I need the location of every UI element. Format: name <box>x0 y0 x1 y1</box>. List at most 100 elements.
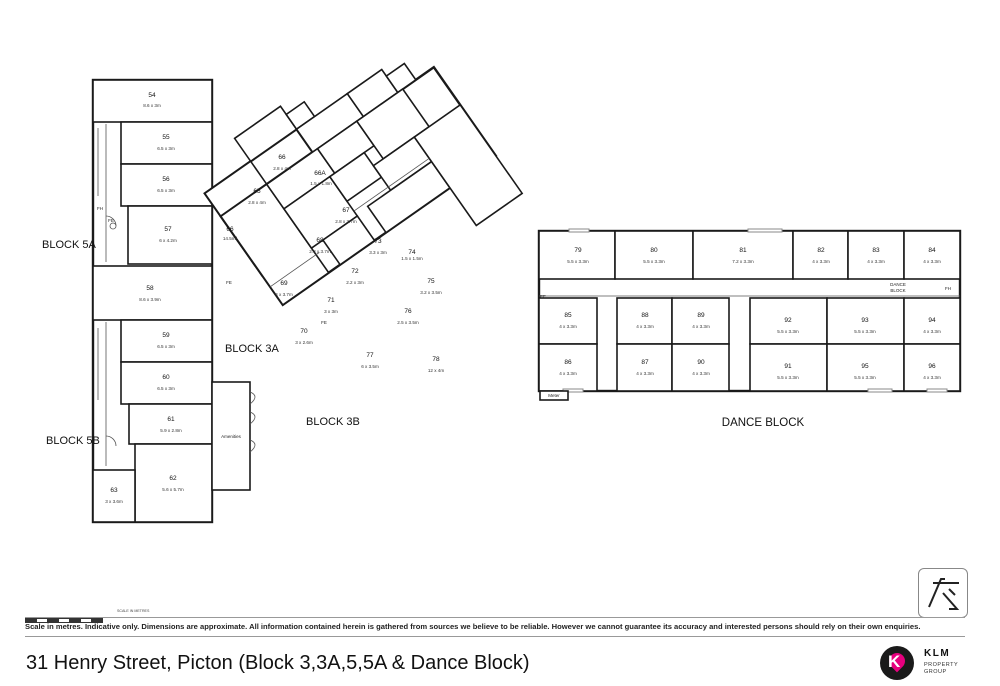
room-62-number: 62 <box>169 475 177 482</box>
room-74 <box>385 62 417 94</box>
klm-badge-icon: K <box>880 646 914 680</box>
room-69-size: 4 x 3.7m <box>275 292 293 297</box>
room-91-size: 5.5 x 3.3m <box>777 375 799 380</box>
room-67-size: 2.8 x 3.7m <box>335 219 357 224</box>
room-69-number: 69 <box>280 280 288 287</box>
room-91 <box>749 343 828 392</box>
room-76-number: 76 <box>404 308 412 315</box>
room-81-size: 7.2 x 3.3m <box>732 259 754 264</box>
room-68-number: 68 <box>316 237 324 244</box>
room-81 <box>692 230 794 280</box>
room-82-number: 82 <box>817 247 825 254</box>
room-58-size: 8.6 x 3.9m <box>139 297 161 302</box>
room-92-size: 5.5 x 3.3m <box>777 329 799 334</box>
room-85-size: 4 x 3.3m <box>559 324 577 329</box>
block-3b-title: BLOCK 3B <box>306 416 360 428</box>
room-61-number: 61 <box>167 416 175 423</box>
room-80-number: 80 <box>650 247 658 254</box>
room-75-number: 75 <box>427 278 435 285</box>
room-78-size: 12 x 4m <box>428 368 445 373</box>
room-95-number: 95 <box>861 363 869 370</box>
room-62 <box>134 443 213 523</box>
room-65-size: 2.8 x 4m <box>248 200 266 205</box>
property-address: 31 Henry Street, Picton (Block 3,3A,5,5A… <box>26 652 530 674</box>
room-83 <box>847 230 905 280</box>
room-60-size: 6.5 x 3m <box>157 386 175 391</box>
room-87-size: 4 x 3.3m <box>636 371 654 376</box>
room-59-number: 59 <box>162 332 170 339</box>
room-90 <box>671 343 730 392</box>
room-63 <box>92 469 136 523</box>
room-66-upper-number: 66 <box>278 154 286 161</box>
room-86-number: 86 <box>564 359 572 366</box>
room-78 <box>413 103 524 227</box>
room-55 <box>120 121 213 165</box>
fe-label-3b: FE <box>321 320 327 325</box>
room-88 <box>616 297 673 345</box>
room-55-number: 55 <box>162 134 170 141</box>
scale-bar-label: SCALE IN METRES <box>117 609 150 613</box>
room-66-upper-size: 2.8 x 4m <box>273 166 291 171</box>
dance-block-group <box>537 228 962 401</box>
room-58 <box>92 265 213 321</box>
room-96-size: 4 x 3.3m <box>923 375 941 380</box>
room-65-number: 65 <box>253 188 261 195</box>
room-85 <box>538 297 598 345</box>
room-82 <box>792 230 849 280</box>
block-3-group <box>203 62 524 307</box>
room-77-size: 6 x 3.5m <box>361 364 379 369</box>
room-67-number: 67 <box>342 207 350 214</box>
room-61-size: 5.9 x 2.8m <box>160 428 182 433</box>
room-80-size: 5.5 x 3.3m <box>643 259 665 264</box>
bottom-rule <box>25 636 965 637</box>
room-93-size: 5.5 x 3.3m <box>854 329 876 334</box>
room-59-size: 6.5 x 3m <box>157 344 175 349</box>
room-60-number: 60 <box>162 374 170 381</box>
room-56 <box>120 163 213 207</box>
room-94 <box>903 297 961 345</box>
room-63-number: 63 <box>110 487 118 494</box>
room-71-number: 71 <box>327 297 335 304</box>
room-72-size: 2.2 x 3m <box>346 280 364 285</box>
fe-label-5a: FE <box>108 218 114 223</box>
room-66a-size: 1.5 x 1.8m <box>310 181 332 186</box>
room-63-size: 3 x 3.6m <box>105 499 123 504</box>
north-arrow-icon <box>928 578 960 610</box>
disclaimer-text: Scale in metres. Indicative only. Dimens… <box>25 622 921 631</box>
room-72-number: 72 <box>351 268 359 275</box>
room-94-number: 94 <box>928 317 936 324</box>
room-58-number: 58 <box>146 285 154 292</box>
room-59 <box>120 319 213 363</box>
room-74-size: 1.5 x 1.5m <box>401 256 423 261</box>
block-5b-title: BLOCK 5B <box>46 435 100 447</box>
room-66-main-size: 14.5m² <box>223 236 238 241</box>
room-91-number: 91 <box>784 363 792 370</box>
meter-box <box>539 390 569 401</box>
room-73-number: 73 <box>374 238 382 245</box>
room-90-number: 90 <box>697 359 705 366</box>
room-57-size: 6 x 4.2m <box>159 238 177 243</box>
room-62-size: 5.6 x 5.7m <box>162 487 184 492</box>
room-70-number: 70 <box>300 328 308 335</box>
room-79 <box>538 230 616 280</box>
block-5-labels: 54 8.6 x 3m 55 6.5 x 3m 56 6.5 x 3m 57 6… <box>97 92 242 504</box>
dance-block-hall-label-2: BLOCK <box>890 288 905 293</box>
block-3a-title: BLOCK 3A <box>225 343 279 355</box>
room-73-size: 3.3 x 3m <box>369 250 387 255</box>
dance-block-labels: 79 5.5 x 3.3m 80 5.5 x 3.3m 81 7.2 x 3.3… <box>540 247 951 398</box>
block-5-group <box>91 78 256 524</box>
room-61 <box>128 403 213 445</box>
room-74-number: 74 <box>408 249 416 256</box>
room-54 <box>92 79 213 123</box>
room-84 <box>903 230 961 280</box>
room-66-main-number: 66 <box>226 226 234 233</box>
block-3-labels: 66 2.8 x 4m 65 2.8 x 4m 66A 1.5 x 1.8m 6… <box>223 154 444 373</box>
room-71 <box>328 151 383 203</box>
room-94-size: 4 x 3.3m <box>923 329 941 334</box>
top-rule <box>25 617 965 618</box>
room-86-size: 4 x 3.3m <box>559 371 577 376</box>
room-87 <box>616 343 673 392</box>
meter-label: Meter <box>548 393 560 398</box>
dance-block-hall-label-1: DANCE <box>890 282 906 287</box>
room-71-size: 3 x 3m <box>324 309 338 314</box>
